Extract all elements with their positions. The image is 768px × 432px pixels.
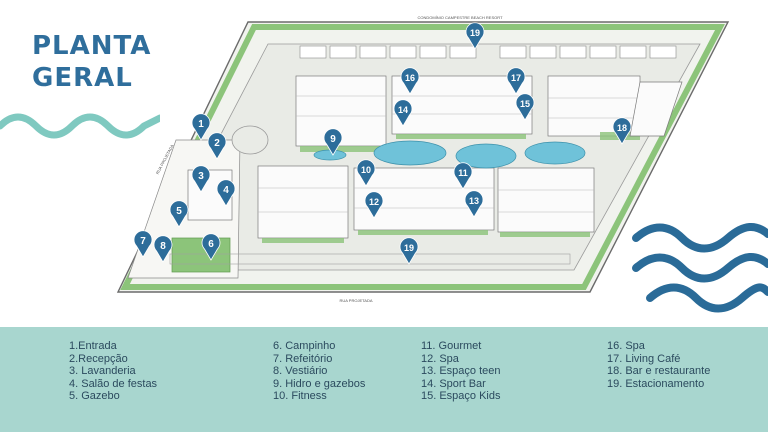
- map-marker-12[interactable]: 12: [364, 191, 384, 219]
- location-pin-icon: [191, 113, 211, 141]
- map-marker-13[interactable]: 13: [464, 190, 484, 218]
- map-marker-5[interactable]: 5: [169, 200, 189, 228]
- legend-item: 2.Recepção: [69, 352, 128, 365]
- map-marker-number: 14: [398, 105, 408, 115]
- location-pin-icon: [393, 99, 413, 127]
- legend-item: 17. Living Café: [607, 352, 681, 365]
- location-pin-icon: [133, 230, 153, 258]
- map-marker-1[interactable]: 1: [191, 113, 211, 141]
- roundabout: [231, 125, 269, 155]
- legend-item: 1.Entrada: [69, 340, 117, 352]
- title-line-2: GERAL: [32, 63, 133, 93]
- building-row-top: [299, 45, 677, 59]
- map-marker-number: 3: [198, 171, 204, 182]
- map-marker-number: 19: [470, 28, 480, 38]
- legend-item: 5. Gazebo: [69, 390, 120, 402]
- map-marker-15[interactable]: 15: [515, 93, 535, 121]
- map-marker-19[interactable]: 19: [399, 237, 419, 265]
- location-pin-icon: [400, 67, 420, 95]
- restaurant-area: [629, 81, 683, 137]
- map-marker-11[interactable]: 11: [453, 162, 473, 190]
- location-pin-icon: [153, 235, 173, 263]
- map-marker-number: 10: [361, 165, 371, 175]
- legend-item: 18. Bar e restaurante: [607, 365, 711, 377]
- legend-panel: [0, 327, 768, 432]
- map-marker-number: 12: [369, 197, 379, 207]
- location-pin-icon: [465, 22, 485, 50]
- location-pin-icon: [207, 132, 227, 160]
- legend-item: 12. Spa: [421, 352, 459, 365]
- map-marker-7[interactable]: 7: [133, 230, 153, 258]
- legend-item: 11. Gourmet: [421, 340, 482, 352]
- map-marker-17[interactable]: 17: [506, 67, 526, 95]
- map-marker-number: 6: [208, 239, 214, 250]
- wave-right-decoration: [632, 223, 768, 313]
- location-pin-icon: [612, 117, 632, 145]
- legend-item: 4. Salão de festas: [69, 377, 158, 390]
- legend-column-2: 6. Campinho 7. Refeitório 8. Vestiário 9…: [273, 340, 365, 403]
- page-title: PLANTA GERAL: [32, 30, 151, 94]
- map-marker-number: 8: [160, 241, 166, 252]
- street-label-top: CONDOMÍNIO CAMPESTRE BEACH RESORT: [417, 15, 503, 20]
- pools: [313, 140, 586, 169]
- map-marker-8[interactable]: 8: [153, 235, 173, 263]
- location-pin-icon: [356, 159, 376, 187]
- legend-item: 8. Vestiário: [273, 365, 328, 377]
- map-marker-18[interactable]: 18: [612, 117, 632, 145]
- sports-field: [171, 237, 231, 273]
- legend-column-1: 1.Entrada 2.Recepção 3. Lavanderia 4. Sa…: [69, 340, 157, 403]
- location-pin-icon: [364, 191, 384, 219]
- legend-item: 16. Spa: [607, 340, 645, 352]
- location-pin-icon: [399, 237, 419, 265]
- location-pin-icon: [323, 128, 343, 156]
- legend-item: 13. Espaço teen: [421, 365, 501, 377]
- legend-item: 14. Sport Bar: [421, 377, 486, 390]
- map-marker-number: 9: [330, 134, 336, 145]
- wave-left-decoration: [0, 113, 160, 139]
- site-map: CONDOMÍNIO CAMPESTRE BEACH RESORT RUA PR…: [116, 15, 730, 303]
- map-marker-number: 19: [404, 243, 414, 253]
- street-label-bottom: RUA PROJETADA: [339, 298, 372, 303]
- map-marker-9[interactable]: 9: [323, 128, 343, 156]
- map-marker-number: 17: [511, 73, 521, 83]
- location-pin-icon: [216, 179, 236, 207]
- location-pin-icon: [453, 162, 473, 190]
- map-marker-2[interactable]: 2: [207, 132, 227, 160]
- map-marker-number: 7: [140, 236, 146, 247]
- location-pin-icon: [464, 190, 484, 218]
- map-marker-3[interactable]: 3: [191, 165, 211, 193]
- legend-item: 3. Lavanderia: [69, 365, 136, 377]
- location-pin-icon: [201, 233, 221, 261]
- legend-item: 10. Fitness: [273, 390, 327, 402]
- map-marker-number: 11: [458, 168, 468, 178]
- legend-item: 19. Estacionamento: [607, 377, 705, 390]
- parking-bottom: [169, 253, 571, 265]
- map-marker-4[interactable]: 4: [216, 179, 236, 207]
- map-marker-16[interactable]: 16: [400, 67, 420, 95]
- map-marker-10[interactable]: 10: [356, 159, 376, 187]
- legend-column-4: 16. Spa 17. Living Café 18. Bar e restau…: [607, 340, 710, 390]
- map-marker-number: 2: [214, 138, 220, 149]
- legend-item: 15. Espaço Kids: [421, 390, 501, 402]
- map-marker-number: 18: [617, 123, 627, 133]
- legend-column-3: 11. Gourmet 12. Spa 13. Espaço teen 14. …: [421, 340, 501, 403]
- legend-item: 9. Hidro e gazebos: [273, 377, 366, 390]
- map-marker-number: 15: [520, 99, 530, 109]
- map-marker-6[interactable]: 6: [201, 233, 221, 261]
- location-pin-icon: [191, 165, 211, 193]
- location-pin-icon: [169, 200, 189, 228]
- legend-item: 6. Campinho: [273, 340, 336, 352]
- map-marker-number: 1: [198, 119, 204, 130]
- location-pin-icon: [506, 67, 526, 95]
- title-line-1: PLANTA: [32, 31, 152, 61]
- legend-item: 7. Refeitório: [273, 352, 333, 365]
- location-pin-icon: [515, 93, 535, 121]
- map-marker-number: 4: [223, 185, 229, 196]
- map-marker-number: 5: [176, 206, 182, 217]
- map-marker-14[interactable]: 14: [393, 99, 413, 127]
- map-marker-number: 16: [405, 73, 415, 83]
- map-marker-19[interactable]: 19: [465, 22, 485, 50]
- map-marker-number: 13: [469, 196, 479, 206]
